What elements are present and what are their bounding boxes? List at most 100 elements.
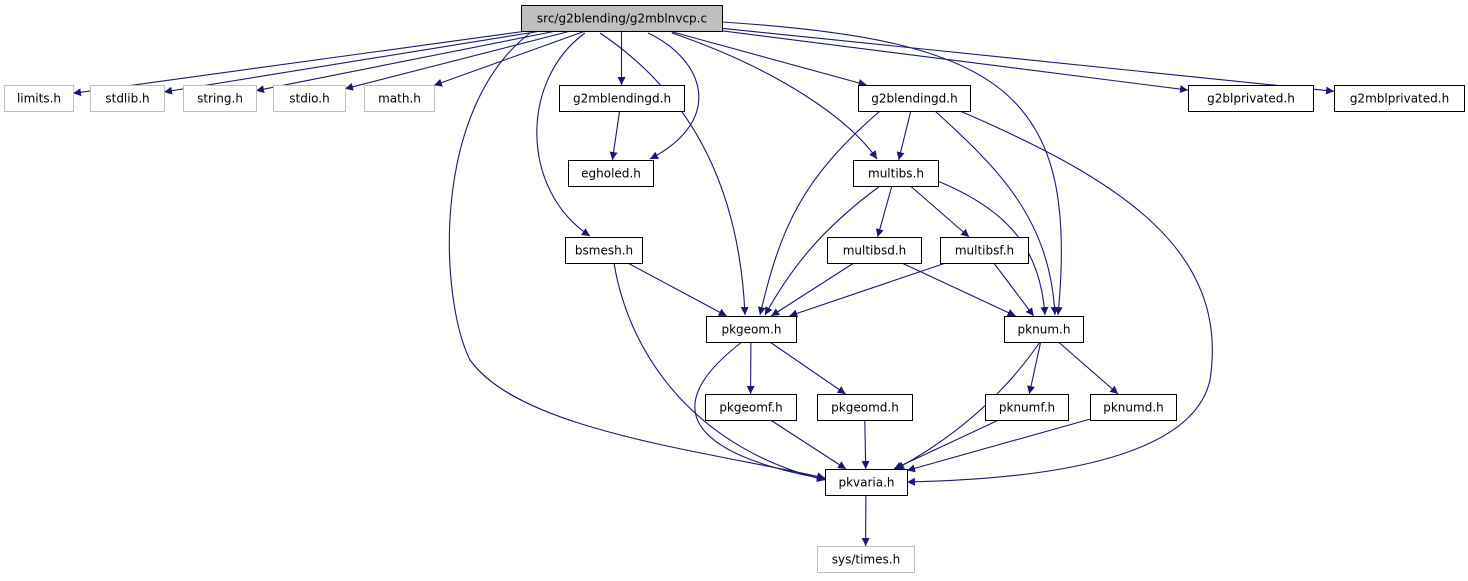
node-label-pknumd: pknumd.h bbox=[1103, 401, 1164, 415]
edge-root-to-pkvaria bbox=[448, 32, 826, 481]
node-label-string: string.h bbox=[197, 92, 243, 106]
edge-bsmesh-to-pkgeom bbox=[627, 262, 727, 317]
edge-root-to-g2mblprivated bbox=[721, 27, 1335, 95]
edge-root-to-pkgeom bbox=[599, 32, 749, 316]
node-box-g2mblendingd bbox=[559, 85, 685, 112]
node-g2mblendingd[interactable]: g2mblendingd.h bbox=[559, 85, 685, 112]
node-label-g2mblendingd: g2mblendingd.h bbox=[573, 92, 671, 106]
edge-pknum-to-pkvaria bbox=[895, 341, 1041, 470]
node-label-pkgeomd: pkgeomd.h bbox=[831, 401, 899, 415]
edge-root-to-stdio bbox=[344, 30, 571, 91]
node-label-pkgeom: pkgeom.h bbox=[721, 323, 781, 337]
node-box-pkgeomd bbox=[817, 394, 913, 421]
node-box-systimes bbox=[817, 546, 915, 573]
node-math: math.h bbox=[364, 85, 435, 112]
edge-pknumd-to-pkvaria bbox=[906, 418, 1091, 473]
edge-root-to-multibs bbox=[671, 32, 878, 160]
node-label-systimes: sys/times.h bbox=[832, 553, 900, 567]
edge-pkgeom-to-pkgeomd bbox=[769, 341, 846, 395]
node-string: string.h bbox=[183, 85, 257, 112]
node-pkvaria[interactable]: pkvaria.h bbox=[825, 469, 908, 496]
node-box-egholed bbox=[568, 160, 654, 187]
node-pknumf[interactable]: pknumf.h bbox=[985, 394, 1069, 421]
node-box-stdio bbox=[273, 85, 346, 112]
node-box-multibsf bbox=[940, 237, 1029, 264]
edge-root-to-pknum bbox=[721, 21, 1063, 316]
edge-root-to-string bbox=[255, 30, 557, 94]
node-pknumd[interactable]: pknumd.h bbox=[1090, 394, 1177, 421]
edge-root-to-limits bbox=[72, 30, 527, 97]
node-box-pkgeomf bbox=[705, 394, 797, 421]
node-label-multibs: multibs.h bbox=[868, 167, 924, 181]
node-label-g2blprivated: g2blprivated.h bbox=[1207, 92, 1295, 106]
node-label-pkgeomf: pkgeomf.h bbox=[719, 401, 782, 415]
node-pkgeomd[interactable]: pkgeomd.h bbox=[817, 394, 913, 421]
edge-pkgeom-to-pkvaria bbox=[694, 341, 826, 482]
edge-multibsd-to-pkgeom bbox=[770, 262, 855, 317]
edges-layer bbox=[72, 21, 1335, 547]
node-box-root bbox=[521, 5, 723, 32]
nodes-layer: src/g2blending/g2mblnvcp.c limits.h stdlib… bbox=[4, 5, 1465, 573]
node-pkgeomf[interactable]: pkgeomf.h bbox=[705, 394, 797, 421]
node-box-g2mblprivated bbox=[1334, 85, 1465, 112]
node-label-egholed: egholed.h bbox=[581, 167, 641, 181]
node-label-pkvaria: pkvaria.h bbox=[838, 476, 894, 490]
node-systimes: sys/times.h bbox=[817, 546, 915, 573]
edge-g2blendingd-to-multibs bbox=[896, 110, 912, 161]
edge-g2blendingd-to-pkvaria bbox=[906, 110, 1213, 486]
node-box-math bbox=[364, 85, 435, 112]
edge-multibs-to-pknum bbox=[934, 179, 1049, 316]
node-multibs[interactable]: multibs.h bbox=[853, 160, 939, 187]
edge-root-to-math bbox=[433, 30, 586, 87]
node-box-string bbox=[183, 85, 257, 112]
node-label-bsmesh: bsmesh.h bbox=[575, 244, 633, 258]
edge-pknum-to-pknumd bbox=[1058, 341, 1119, 395]
node-label-g2blendingd: g2blendingd.h bbox=[871, 92, 957, 106]
node-box-g2blprivated bbox=[1188, 85, 1314, 112]
edge-pkgeomf-to-pkvaria bbox=[770, 419, 847, 470]
node-limits: limits.h bbox=[4, 85, 74, 112]
node-g2mblprivated[interactable]: g2mblprivated.h bbox=[1334, 85, 1465, 112]
edge-root-to-stdlib bbox=[163, 30, 542, 95]
edge-pknum-to-pknumf bbox=[1027, 341, 1042, 395]
edge-root-to-egholed bbox=[647, 32, 700, 160]
node-box-multibsd bbox=[827, 237, 922, 264]
node-root[interactable]: src/g2blending/g2mblnvcp.c bbox=[521, 5, 723, 32]
node-pknum[interactable]: pknum.h bbox=[1004, 316, 1084, 343]
edge-root-to-bsmesh bbox=[536, 32, 591, 237]
node-g2blendingd[interactable]: g2blendingd.h bbox=[858, 85, 971, 112]
node-egholed[interactable]: egholed.h bbox=[568, 160, 654, 187]
node-pkgeom[interactable]: pkgeom.h bbox=[706, 316, 797, 343]
edge-bsmesh-to-pkvaria bbox=[613, 262, 826, 483]
edge-multibs-to-multibsf bbox=[910, 185, 970, 238]
edge-multibsf-to-pkgeom bbox=[789, 262, 946, 318]
node-label-stdlib: stdlib.h bbox=[105, 92, 149, 106]
node-box-g2blendingd bbox=[858, 85, 971, 112]
node-label-pknum: pknum.h bbox=[1018, 323, 1071, 337]
edge-multibs-to-multibsd bbox=[875, 185, 893, 238]
node-box-stdlib bbox=[90, 85, 165, 112]
node-box-bsmesh bbox=[565, 237, 643, 264]
node-box-pknumf bbox=[985, 394, 1069, 421]
edge-pknumf-to-pkvaria bbox=[893, 419, 999, 470]
node-label-g2mblprivated: g2mblprivated.h bbox=[1350, 92, 1449, 106]
node-stdio: stdio.h bbox=[273, 85, 346, 112]
node-multibsd[interactable]: multibsd.h bbox=[827, 237, 922, 264]
edge-pkgeomd-to-pkvaria bbox=[861, 419, 870, 470]
node-label-multibsf: multibsf.h bbox=[955, 244, 1014, 258]
node-bsmesh[interactable]: bsmesh.h bbox=[565, 237, 643, 264]
node-label-multibsd: multibsd.h bbox=[843, 244, 907, 258]
edge-g2mblendingd-to-egholed bbox=[609, 110, 621, 161]
edge-multibsd-to-pknum bbox=[901, 262, 1016, 317]
node-stdlib: stdlib.h bbox=[90, 85, 165, 112]
node-box-pknumd bbox=[1090, 394, 1177, 421]
node-label-stdio: stdio.h bbox=[289, 92, 329, 106]
edge-multibsf-to-pknum bbox=[993, 262, 1035, 317]
node-label-root: src/g2blending/g2mblnvcp.c bbox=[537, 12, 707, 26]
edge-multibs-to-pkgeom bbox=[764, 185, 881, 316]
node-box-pknum bbox=[1004, 316, 1084, 343]
node-box-multibs bbox=[853, 160, 939, 187]
node-box-pkgeom bbox=[706, 316, 797, 343]
node-multibsf[interactable]: multibsf.h bbox=[940, 237, 1029, 264]
node-g2blprivated[interactable]: g2blprivated.h bbox=[1188, 85, 1314, 112]
